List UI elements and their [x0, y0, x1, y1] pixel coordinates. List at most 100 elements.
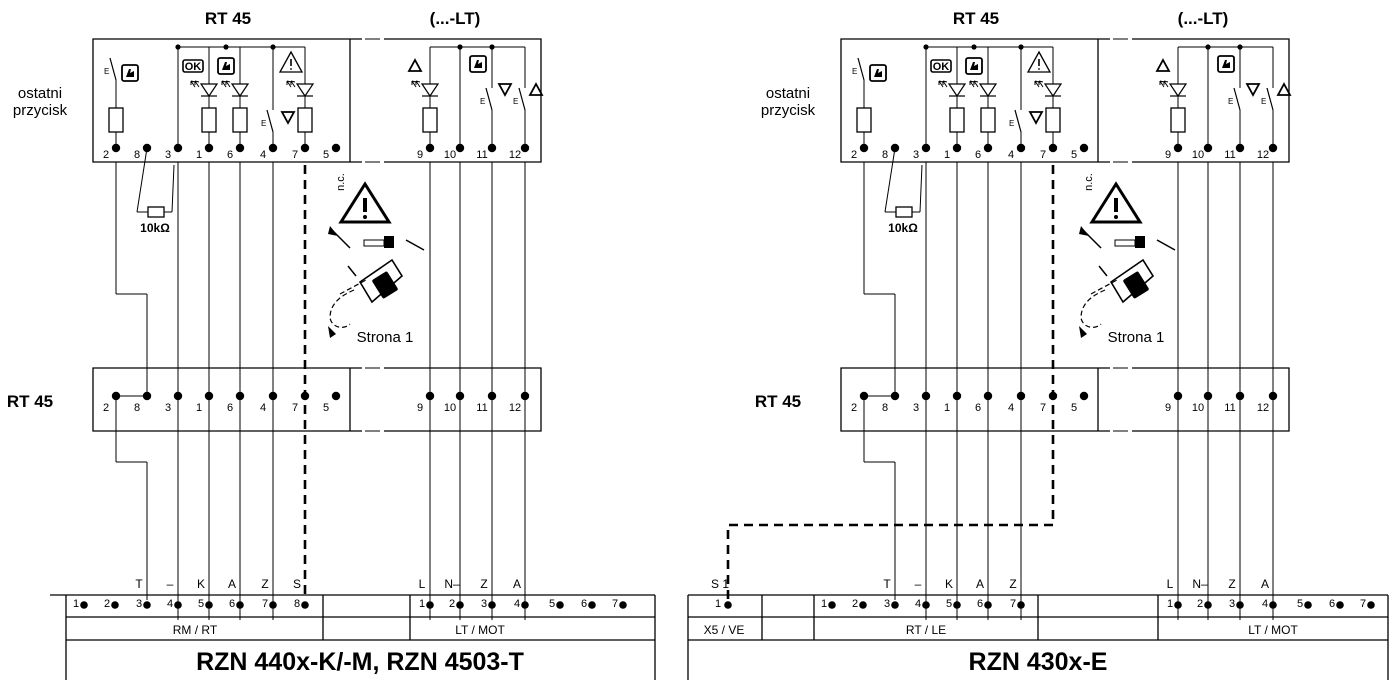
lt-header: (...-LT) — [430, 9, 481, 28]
wire — [136, 147, 148, 213]
bottom-terminal-dot — [1367, 601, 1375, 609]
bottom-terminal-dot — [1174, 601, 1182, 609]
section-b-label: LT / MOT — [455, 623, 505, 637]
led-diode-icon — [969, 80, 997, 97]
switch-symbol — [1260, 87, 1274, 111]
up-arrow-icon — [1277, 83, 1291, 96]
bottom-terminal-label: 6 — [229, 598, 235, 610]
side-label-2: przycisk — [13, 102, 68, 119]
terminal-label: 7 — [1040, 402, 1046, 414]
wire — [884, 147, 896, 213]
resistor-box — [1045, 107, 1061, 133]
up-arrow-icon — [408, 59, 422, 72]
terminal-label: 2 — [103, 149, 109, 161]
bottom-terminal-label: 4 — [915, 598, 921, 610]
down-arrow-icon — [1029, 111, 1043, 124]
bottom-terminal-dot — [922, 601, 930, 609]
terminal-label: 10 — [444, 149, 456, 161]
bottom-terminal-label: 4 — [167, 598, 173, 610]
terminal-label: 11 — [476, 402, 487, 414]
bottom-terminal-label: 1 — [1167, 598, 1173, 610]
wire — [171, 164, 175, 213]
bottom-terminal-label: 6 — [977, 598, 983, 610]
rt45-top-box — [840, 38, 1110, 163]
terminal-label: 6 — [227, 402, 233, 414]
wire — [919, 164, 923, 213]
bottom-terminal-label: 2 — [852, 598, 858, 610]
section-a-label: RT / LE — [906, 623, 946, 637]
side-label-1: ostatni — [766, 85, 810, 102]
ok-icon-text: OK — [933, 61, 950, 73]
bottom-terminal-dot — [556, 601, 564, 609]
device-sketch-icon — [327, 225, 425, 339]
bottom-frame — [65, 595, 656, 680]
terminal-label: 8 — [882, 149, 888, 161]
bottom-terminal-dot — [891, 601, 899, 609]
rt45-mid-label: RT 45 — [755, 392, 801, 411]
terminal-dot-nc — [1079, 143, 1089, 153]
bottom-terminal-label: 2 — [449, 598, 455, 610]
bottom-terminal-label: 7 — [1010, 598, 1016, 610]
terminal-label: 2 — [851, 149, 857, 161]
section-a-label: RM / RT — [173, 623, 218, 637]
terminal-label: 7 — [1040, 149, 1046, 161]
bottom-letter: L — [1167, 577, 1174, 591]
terminal-label: 10 — [1192, 402, 1204, 414]
bottom-terminal-label: 7 — [262, 598, 268, 610]
terminal-label: 3 — [165, 149, 171, 161]
bottom-letter: S — [293, 577, 301, 591]
bottom-terminal-label: 8 — [294, 598, 300, 610]
resistor-box — [949, 107, 965, 133]
ve-terminal-dot — [724, 601, 732, 609]
section-ve-label: X5 / VE — [704, 623, 745, 637]
bottom-terminal-label: 3 — [1229, 598, 1235, 610]
terminal-dot — [1079, 391, 1089, 401]
footer-title: RZN 430x-E — [969, 648, 1108, 676]
terminal-label: 4 — [1008, 402, 1014, 414]
resistor-label: 10kΩ — [140, 221, 170, 235]
resistor-box — [980, 107, 996, 133]
lt-top-box — [384, 38, 542, 163]
terminal-label: 12 — [1257, 402, 1269, 414]
ve-terminal-label: 1 — [715, 598, 721, 610]
warning-triangle-icon — [279, 51, 303, 73]
down-arrow-icon — [498, 83, 512, 96]
bottom-letter: A — [228, 577, 236, 591]
rt45-mid-box — [840, 367, 1110, 432]
terminal-label: 9 — [417, 149, 423, 161]
resistor-box — [1170, 107, 1186, 133]
led-diode-icon — [1034, 80, 1062, 97]
terminal-label: 12 — [1257, 149, 1269, 161]
resistor-box — [108, 107, 124, 133]
terminal-label: 2 — [103, 402, 109, 414]
down-arrow-icon — [1246, 83, 1260, 96]
led-diode-icon — [411, 80, 439, 97]
rt45-mid-box — [92, 367, 362, 432]
ve-letter: S 1 — [711, 577, 729, 591]
footer-title: RZN 440x-K/-M, RZN 4503-T — [196, 648, 524, 676]
terminal-label: 5 — [1071, 402, 1077, 414]
terminal-label: 1 — [196, 402, 202, 414]
bottom-terminal-dot — [111, 601, 119, 609]
bus-node — [223, 44, 229, 50]
bottom-letter: N– — [444, 577, 460, 591]
terminal-label: 1 — [944, 402, 950, 414]
bottom-terminal-label: 4 — [1262, 598, 1268, 610]
terminal-label: 8 — [882, 402, 888, 414]
bottom-terminal-dot — [1269, 601, 1277, 609]
terminal-label: 9 — [1165, 402, 1171, 414]
ok-icon-text: OK — [185, 61, 202, 73]
bottom-terminal-dot — [269, 601, 277, 609]
switch-symbol — [103, 57, 117, 81]
resistor-10k — [147, 206, 165, 218]
bottom-terminal-dot — [236, 601, 244, 609]
terminal-label: 8 — [134, 402, 140, 414]
bus-node — [971, 44, 977, 50]
page-ref: Strona 1 — [357, 329, 414, 346]
terminal-label: 11 — [476, 149, 487, 161]
bottom-letter: Z — [1228, 577, 1235, 591]
rt45-header: RT 45 — [205, 9, 251, 28]
bottom-terminal-dot — [488, 601, 496, 609]
switch-symbol — [1227, 87, 1241, 111]
resistor-box — [297, 107, 313, 133]
